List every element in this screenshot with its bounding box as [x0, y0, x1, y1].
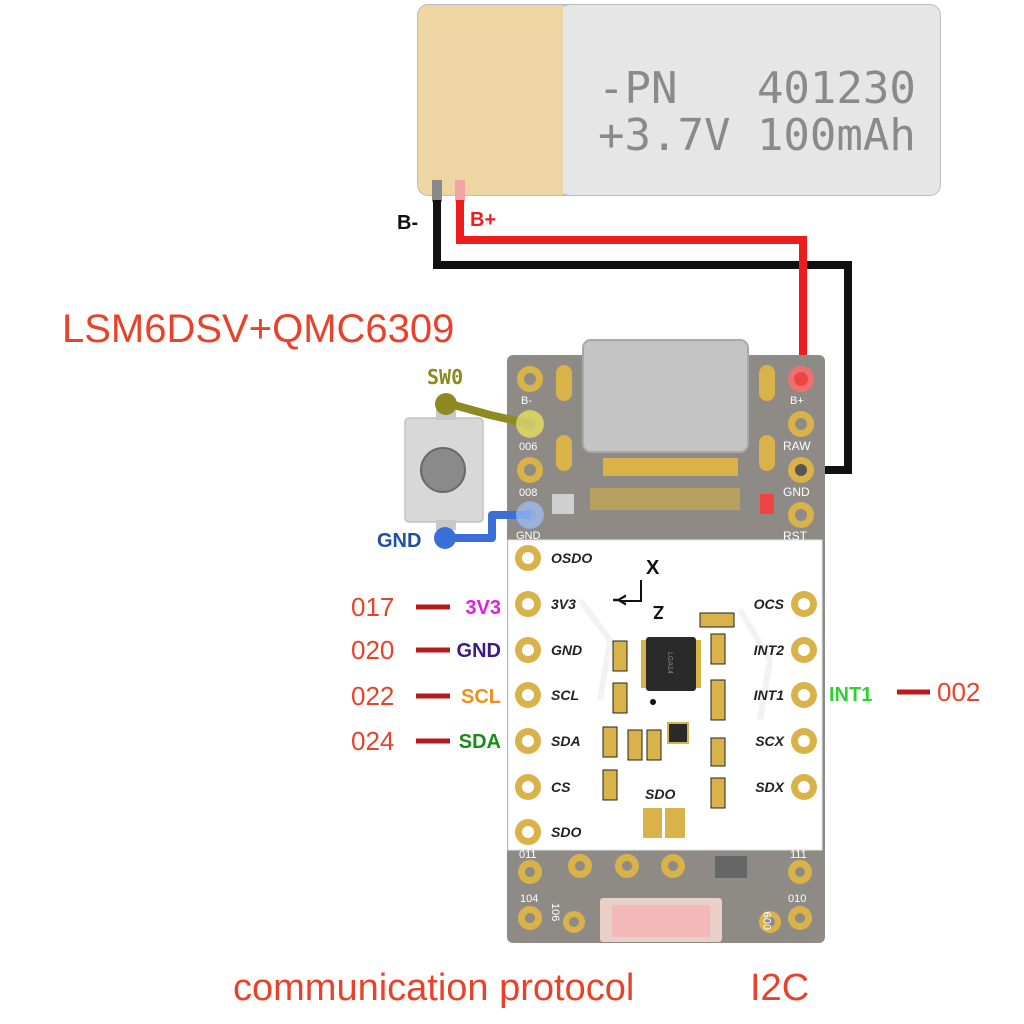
battery-pos-tab	[455, 180, 465, 202]
sensor-right-pin-label: SCX	[755, 733, 785, 749]
sensor-right-pin-label: OCS	[754, 596, 785, 612]
protocol-value: I2C	[750, 967, 809, 1009]
conn-left-pin: 024	[351, 726, 394, 756]
board-pin-tl-1: 006	[519, 441, 537, 453]
board-pin-tr-0: B+	[790, 395, 804, 407]
conn-left-pin: 022	[351, 681, 394, 711]
battery-pos-wire	[456, 200, 807, 372]
conn-right-pin: 002	[937, 677, 980, 707]
axis-y-label: Y	[609, 594, 629, 606]
battery-label-line1: -PN 401230	[598, 63, 916, 114]
imu-chip-marking: LGA14	[666, 652, 673, 674]
conn-left-signal: SCL	[461, 686, 501, 708]
sensor-left-pin-label: SDA	[551, 733, 581, 749]
sensor-left-pin-label: 3V3	[551, 596, 576, 612]
switch-gnd-label: GND	[377, 530, 421, 552]
board-pin-tl-0: B-	[521, 395, 532, 407]
board-pin-tl-3: GND	[516, 530, 541, 542]
board-pin-bl-2: 106	[549, 903, 561, 921]
axis-marker: X Y Z	[609, 557, 664, 622]
sensor-right-pin-label: SDX	[755, 779, 785, 795]
imu-chip	[646, 637, 696, 691]
battery-neg-label: B-	[397, 212, 418, 234]
sensor-right-pin-label: INT2	[754, 642, 785, 658]
battery-neg-tab	[432, 180, 442, 202]
board-pin-bl-0: 011	[519, 849, 537, 861]
battery-pos-label: B+	[470, 209, 496, 231]
diagram-title: LSM6DSV+QMC6309	[62, 307, 454, 351]
sensor-right-pin-label: INT1	[754, 687, 785, 703]
board-pin-bl-1: 104	[520, 893, 538, 905]
usb-c-connector	[582, 339, 749, 453]
battery-label-line2: +3.7V 100mAh	[598, 110, 916, 161]
battery-neg-wire	[433, 200, 852, 474]
switch-label: SW0	[427, 365, 463, 389]
battery: -PN 401230 +3.7V 100mAh	[417, 4, 941, 202]
board-pin-br-2: 009	[762, 912, 774, 930]
sensor-left-pin-label: SCL	[551, 687, 579, 703]
sensor-left-pin-label: OSDO	[551, 550, 592, 566]
sensor-left-pin-label: CS	[551, 779, 571, 795]
axis-x-label: X	[646, 557, 660, 579]
sensor-bottom-label: SDO	[645, 786, 675, 802]
gnd-wire	[445, 511, 530, 542]
gnd-pad-highlight	[516, 501, 544, 529]
board-pin-tr-2: GND	[783, 485, 810, 499]
conn-left-pin: 017	[351, 592, 394, 622]
board-pin-br-0: 111	[790, 849, 807, 861]
tactile-switch	[404, 410, 484, 530]
board-pin-br-1: 010	[788, 893, 806, 905]
board-pin-tl-2: 008	[519, 487, 537, 499]
board-pin-tr-1: RAW	[783, 439, 811, 453]
sensor-left-pin-label: GND	[551, 642, 582, 658]
protocol-label: communication protocol	[233, 967, 634, 1009]
mag-chip	[667, 722, 689, 744]
conn-left-signal: SDA	[459, 731, 501, 753]
axis-z-label: Z	[653, 602, 664, 622]
conn-left-signal: GND	[457, 640, 501, 662]
sensor-left-pin-label: SDO	[551, 824, 581, 840]
conn-left-signal: 3V3	[465, 597, 501, 619]
conn-right-signal: INT1	[829, 684, 872, 706]
conn-left-pin: 020	[351, 635, 394, 665]
sw0-pad-highlight	[516, 410, 544, 438]
right-connections: INT1 002	[829, 677, 980, 707]
left-connections: 017 3V3 020 GND 022 SCL 024 SDA	[351, 592, 501, 756]
